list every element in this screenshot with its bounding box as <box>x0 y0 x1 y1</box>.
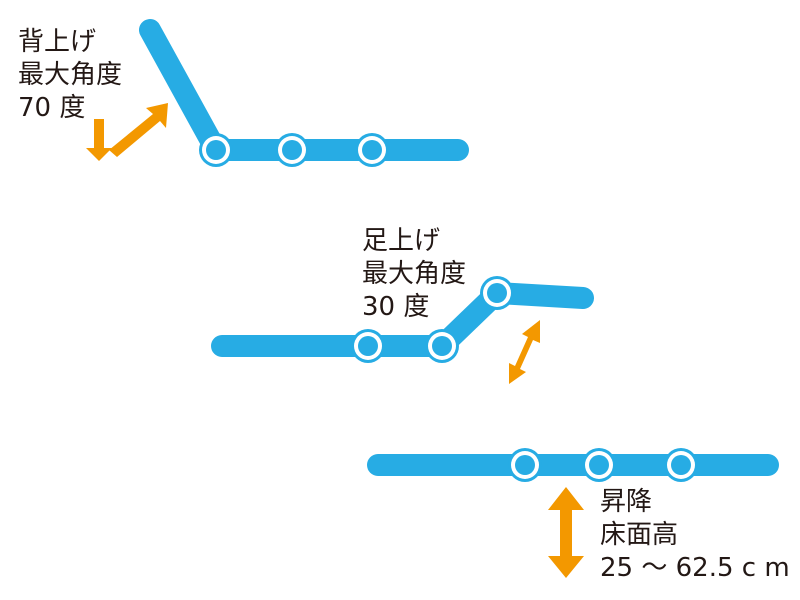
height-adjust-joint-3 <box>664 448 698 482</box>
back-raise-joint-3 <box>355 133 389 167</box>
leg-raise-label-line-3: 30 度 <box>362 292 430 322</box>
back-raise-diagram <box>86 19 469 167</box>
height-adjust-label-line-2: 床面高 <box>600 520 679 550</box>
back-raise-arrow-icon <box>86 119 112 161</box>
height-adjust-label: 昇降 床面高 25 ～ 62.5 c m <box>600 486 790 585</box>
height-adjust-diagram <box>367 448 779 578</box>
back-raise-joint-2 <box>275 133 309 167</box>
height-adjust-label-line-1: 昇降 <box>600 487 653 517</box>
leg-raise-label-line-1: 足上げ <box>362 226 441 256</box>
height-adjust-arrow-icon <box>548 487 584 578</box>
back-raise-label-line-3: 70 度 <box>18 93 86 123</box>
height-adjust-label-line-3: 25 ～ 62.5 c m <box>600 553 790 583</box>
back-raise-joint-1 <box>199 133 233 167</box>
leg-raise-joint-3 <box>480 276 514 310</box>
back-raise-label-line-1: 背上げ <box>18 27 97 57</box>
leg-raise-label: 足上げ 最大角度 30 度 <box>362 225 466 324</box>
back-raise-label-line-2: 最大角度 <box>18 60 123 90</box>
height-adjust-joint-1 <box>508 448 542 482</box>
leg-raise-diagram <box>211 276 594 384</box>
leg-raise-joint-2 <box>425 329 459 363</box>
back-raise-label: 背上げ 最大角度 70 度 <box>18 26 122 125</box>
height-adjust-joint-2 <box>582 448 616 482</box>
leg-raise-label-line-2: 最大角度 <box>362 259 467 289</box>
leg-raise-joint-1 <box>351 329 385 363</box>
leg-raise-frame <box>211 282 594 357</box>
back-raise-frame <box>139 19 469 161</box>
leg-raise-arrow-icon <box>509 320 540 384</box>
